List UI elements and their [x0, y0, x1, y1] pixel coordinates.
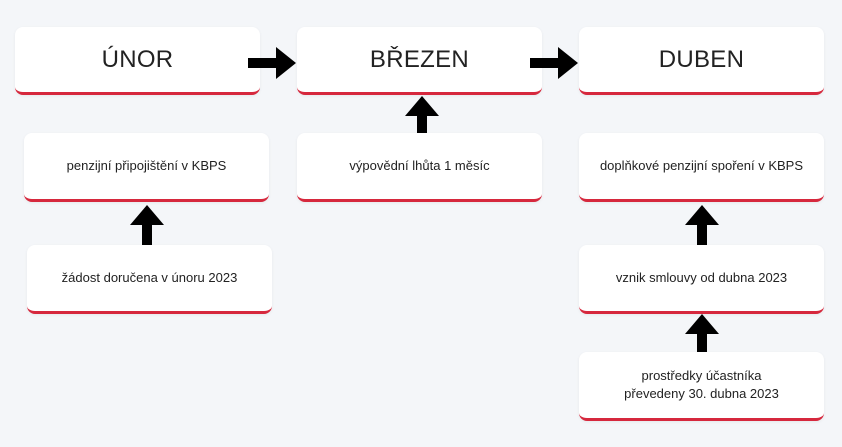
note-card-vypovedni-lhuta: výpovědní lhůta 1 měsíc: [297, 133, 542, 202]
month-label: BŘEZEN: [369, 45, 470, 73]
note-card-zadost-dorucena: žádost doručena v únoru 2023: [27, 245, 272, 314]
note-card-doplnkove-sporeni: doplňkové penzijní spoření v KBPS: [579, 133, 824, 202]
note-text: prostředky účastníka převedeny 30. dubna…: [624, 368, 779, 401]
note-text: penzijní připojištění v KBPS: [66, 158, 227, 173]
month-card-duben: DUBEN: [579, 27, 824, 95]
note-card-penzijni-pripojisteni: penzijní připojištění v KBPS: [24, 133, 269, 202]
up-arrow-icon: [405, 96, 439, 144]
right-arrow-icon: [530, 47, 578, 79]
month-label: DUBEN: [658, 45, 745, 73]
up-arrow-icon: [130, 205, 164, 253]
right-arrow-icon: [248, 47, 296, 79]
note-card-vznik-smlouvy: vznik smlouvy od dubna 2023: [579, 245, 824, 314]
note-card-prostredky-prevedeny: prostředky účastníka převedeny 30. dubna…: [579, 352, 824, 421]
note-text: žádost doručena v únoru 2023: [61, 270, 238, 285]
note-text: výpovědní lhůta 1 měsíc: [349, 158, 490, 173]
note-text: doplňkové penzijní spoření v KBPS: [599, 158, 804, 173]
up-arrow-icon: [685, 205, 719, 253]
up-arrow-icon: [685, 314, 719, 362]
month-card-brezen: BŘEZEN: [297, 27, 542, 95]
month-label: ÚNOR: [101, 45, 174, 73]
note-text: vznik smlouvy od dubna 2023: [615, 270, 788, 285]
month-card-unor: ÚNOR: [15, 27, 260, 95]
